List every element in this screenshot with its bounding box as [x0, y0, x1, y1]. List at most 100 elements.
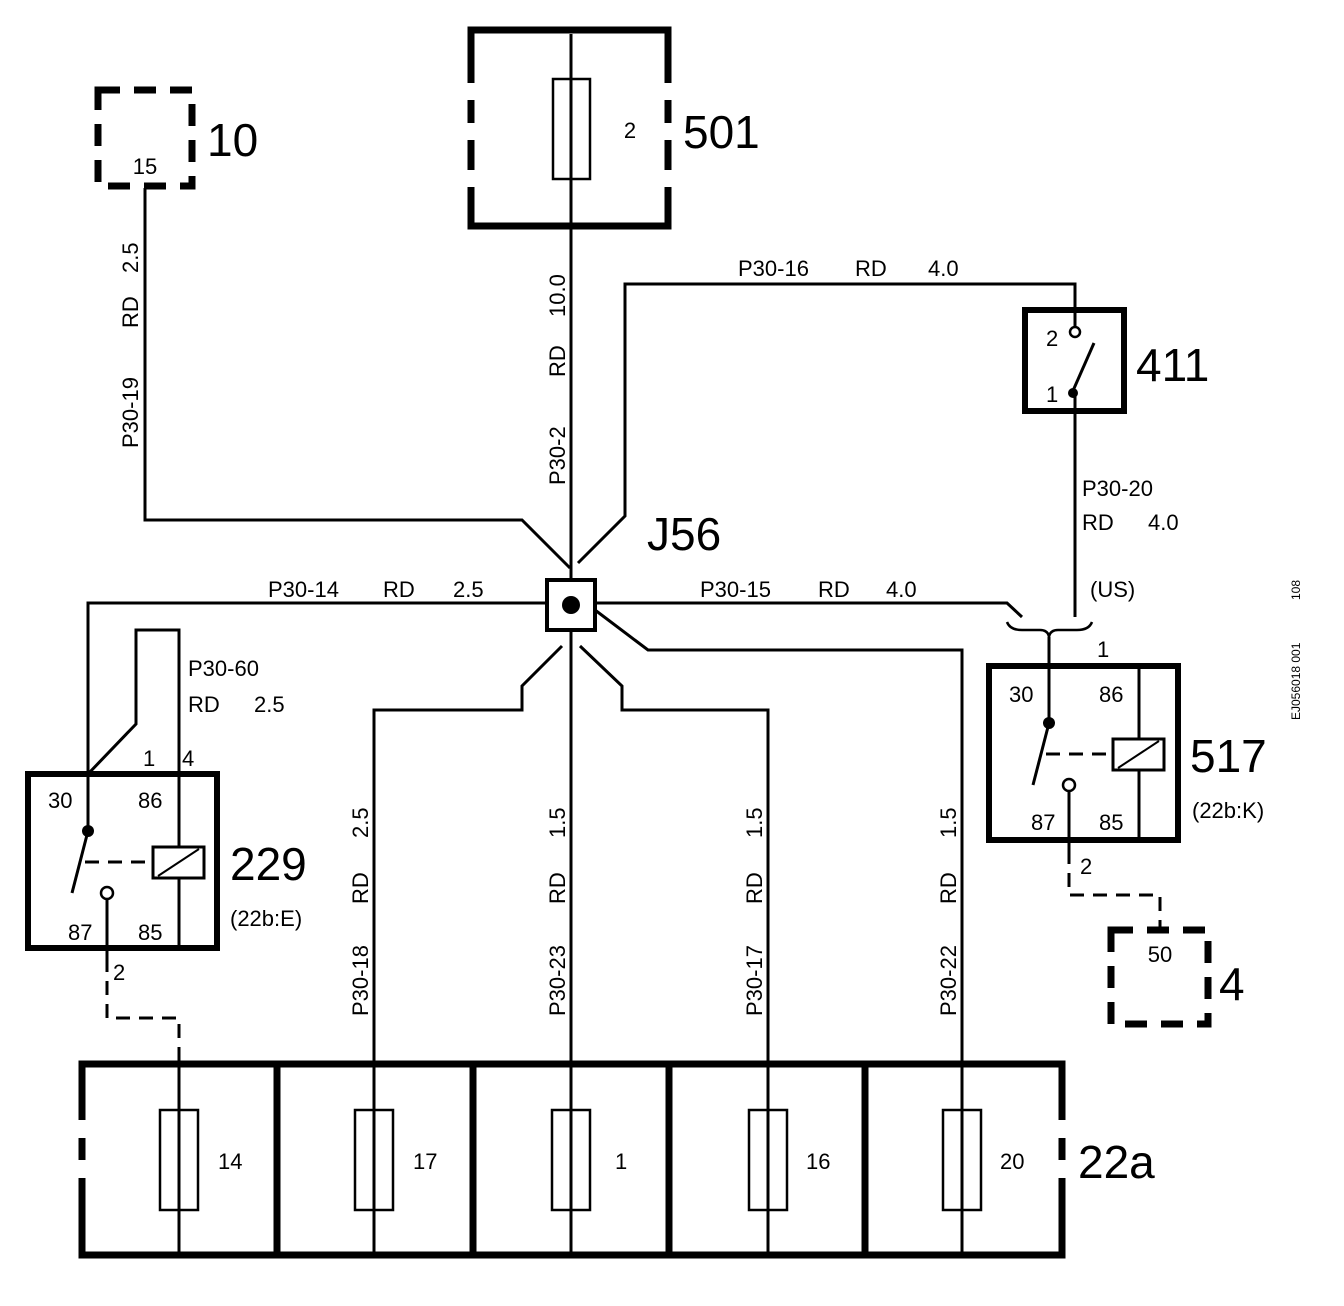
component-411: 2 1 411: [1022, 307, 1209, 414]
svg-text:P30-17: P30-17: [742, 945, 767, 1016]
wire-p30-18-label: P30-18 RD 2.5: [348, 807, 373, 1016]
drawing-reference: EJ056018 001: [1289, 642, 1303, 720]
relay-517-id: 517: [1190, 730, 1267, 782]
wire-p30-18: [372, 644, 564, 1066]
svg-text:RD: RD: [545, 872, 570, 904]
component-10: 15 10: [94, 86, 258, 190]
svg-text:RD: RD: [545, 345, 570, 377]
relay-517-out-pin: 2: [1080, 854, 1092, 879]
relay-517-pin-85: 85: [1099, 810, 1123, 835]
wire-p30-23-label: P30-23 RD 1.5: [545, 807, 570, 1016]
switch-411-pin-top: 2: [1046, 326, 1058, 351]
wire-p30-17-label: P30-17 RD 1.5: [742, 807, 767, 1016]
svg-text:108: 108: [1289, 580, 1303, 600]
relay-229-pin-85: 85: [138, 920, 162, 945]
fuse-number-1: 1: [615, 1149, 627, 1174]
svg-text:P30-60: P30-60: [188, 656, 259, 681]
svg-text:2.5: 2.5: [118, 242, 143, 273]
svg-text:P30-20: P30-20: [1082, 476, 1153, 501]
component-4: 50 4: [1107, 926, 1245, 1028]
component-4-id: 4: [1219, 958, 1245, 1010]
relay-229-ext-pin-1: 1: [143, 746, 155, 771]
relay-517-contact-87: [1061, 777, 1077, 793]
component-501: 2 501: [467, 26, 760, 230]
svg-text:P30-22: P30-22: [936, 945, 961, 1016]
svg-text:4.0: 4.0: [886, 577, 917, 602]
relay-229-contact-87: [99, 885, 115, 901]
splice-j56: J56: [545, 508, 721, 632]
relay-517-pin-30: 30: [1009, 682, 1033, 707]
wire-p30-60-label: P30-60 RD 2.5: [188, 656, 285, 717]
relay-229-blade: [70, 830, 90, 894]
svg-text:P30-19: P30-19: [118, 377, 143, 448]
fuse-501-number: 2: [624, 118, 636, 143]
fuse-number-20: 20: [1000, 1149, 1024, 1174]
svg-text:4.0: 4.0: [1148, 510, 1179, 535]
svg-text:P30-2: P30-2: [545, 426, 570, 485]
svg-text:1.5: 1.5: [936, 807, 961, 838]
svg-text:RD: RD: [818, 577, 850, 602]
svg-text:RD: RD: [855, 256, 887, 281]
fuse-slot-17: 17: [353, 1064, 437, 1255]
component-501-id: 501: [683, 106, 760, 158]
svg-text:4.0: 4.0: [928, 256, 959, 281]
wire-p30-22: [594, 608, 964, 1066]
wire-p30-16: [576, 282, 1077, 565]
relay-229-ref: (22b:E): [230, 906, 302, 931]
svg-text:RD: RD: [348, 872, 373, 904]
wire-p30-14: [86, 601, 547, 774]
svg-text:RD: RD: [936, 872, 961, 904]
relay-229-out-pin: 2: [113, 960, 125, 985]
svg-text:1.5: 1.5: [742, 807, 767, 838]
svg-text:RD: RD: [742, 872, 767, 904]
relay-229-ext-pin-4: 4: [182, 746, 194, 771]
svg-text:EJ056018 001: EJ056018 001: [1289, 642, 1303, 720]
svg-text:P30-15: P30-15: [700, 577, 771, 602]
svg-text:P30-23: P30-23: [545, 945, 570, 1016]
wire-p30-14-label: P30-14 RD 2.5: [268, 577, 484, 602]
fuse-slot-1: 1: [550, 1064, 627, 1255]
relay-517-in-pin: 1: [1097, 637, 1109, 662]
relay-517-blade: [1031, 722, 1051, 786]
wire-p30-20-label: P30-20 RD 4.0: [1082, 476, 1179, 535]
relay-229: 1 4 30 86 87 85 229 (22b:E): [25, 746, 307, 958]
fuse-slot-20: 20: [941, 1064, 1024, 1255]
relay-517-pin-86: 86: [1099, 682, 1123, 707]
wire-p30-15: [595, 601, 1024, 619]
wire-p30-22-label: P30-22 RD 1.5: [936, 807, 961, 1016]
svg-text:RD: RD: [383, 577, 415, 602]
relay-517: 30 86 87 85 517 (22b:K): [986, 663, 1267, 850]
splice-j56-id: J56: [647, 508, 721, 560]
svg-text:P30-18: P30-18: [348, 945, 373, 1016]
wire-229-to-fuse-14: [105, 958, 181, 1064]
wire-p30-17: [578, 644, 770, 1066]
fuse-slot-14: 14: [158, 1064, 242, 1255]
market-variant-brace: [1005, 621, 1094, 638]
component-4-pin: 50: [1148, 942, 1172, 967]
fuse-number-16: 16: [806, 1149, 830, 1174]
svg-text:RD: RD: [1082, 510, 1114, 535]
fusebox-22a: 14 17 1 16 20 22a: [78, 1060, 1155, 1259]
fuse-number-14: 14: [218, 1149, 242, 1174]
component-4-box: [1107, 926, 1212, 1028]
svg-text:P30-16: P30-16: [738, 256, 809, 281]
switch-411-blade: [1070, 342, 1096, 394]
relay-229-id: 229: [230, 838, 307, 890]
relay-517-pin-87: 87: [1031, 810, 1055, 835]
svg-text:2.5: 2.5: [348, 807, 373, 838]
wire-p30-19-label: P30-19 RD 2.5: [118, 242, 143, 448]
component-10-pin: 15: [133, 154, 157, 179]
relay-229-pin-86: 86: [138, 788, 162, 813]
svg-text:RD: RD: [118, 296, 143, 328]
relay-229-pin-87: 87: [68, 920, 92, 945]
relay-229-pin-30: 30: [48, 788, 72, 813]
switch-411-contact-pivot: [1068, 388, 1078, 398]
svg-text:P30-14: P30-14: [268, 577, 339, 602]
splice-j56-node: [562, 596, 580, 614]
svg-text:1.5: 1.5: [545, 807, 570, 838]
wire-p30-2-label: P30-2 RD 10.0: [545, 274, 570, 485]
fuse-slot-16: 16: [747, 1064, 830, 1255]
svg-text:10.0: 10.0: [545, 274, 570, 317]
svg-text:2.5: 2.5: [453, 577, 484, 602]
